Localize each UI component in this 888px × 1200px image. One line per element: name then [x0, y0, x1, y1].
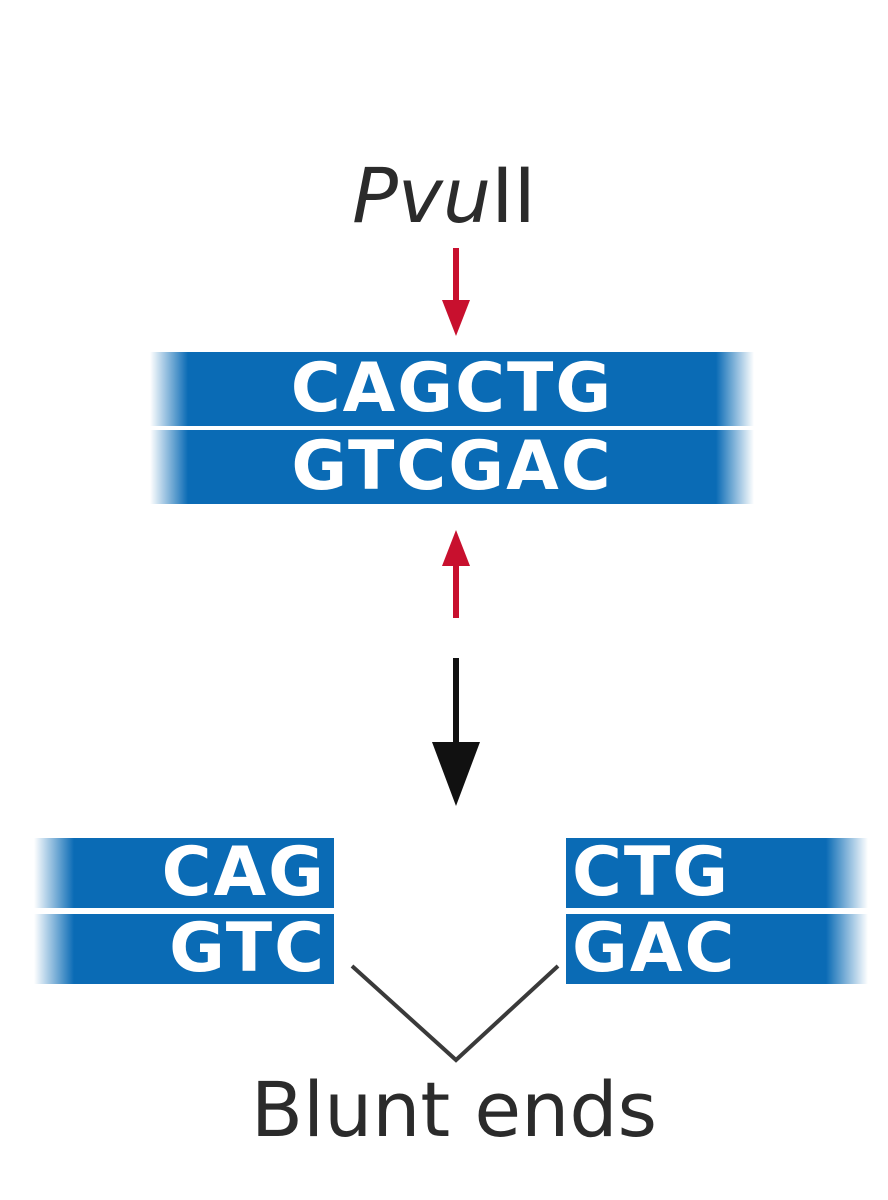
right-fragment-bottom-sequence: GAC	[572, 909, 737, 988]
uncut-bottom-strand: GTCGAC	[150, 430, 754, 504]
process-arrow-icon	[432, 658, 480, 806]
uncut-top-strand: CAGCTG	[150, 352, 754, 426]
blunt-ends-pointer-icon	[350, 964, 560, 1063]
enzyme-label: PvuII	[0, 158, 888, 234]
left-fragment-top-sequence: CAG	[161, 833, 326, 912]
uncut-top-sequence: CAGCTG	[290, 349, 614, 428]
right-fragment-bottom-strand: GAC	[566, 914, 868, 984]
left-fragment-bottom-sequence: GTC	[169, 909, 326, 988]
right-fragment-top-sequence: CTG	[572, 833, 731, 912]
enzyme-name-roman: II	[491, 151, 536, 240]
uncut-bottom-sequence: GTCGAC	[291, 427, 613, 506]
cut-arrow-bottom-icon	[442, 530, 470, 618]
cut-arrow-top-icon	[442, 248, 470, 336]
right-fragment-top-strand: CTG	[566, 838, 868, 908]
left-fragment-top-strand: CAG	[34, 838, 334, 908]
blunt-ends-caption: Blunt ends	[250, 1065, 658, 1154]
left-fragment-bottom-strand: GTC	[34, 914, 334, 984]
enzyme-name-italic: Pvu	[352, 151, 492, 240]
